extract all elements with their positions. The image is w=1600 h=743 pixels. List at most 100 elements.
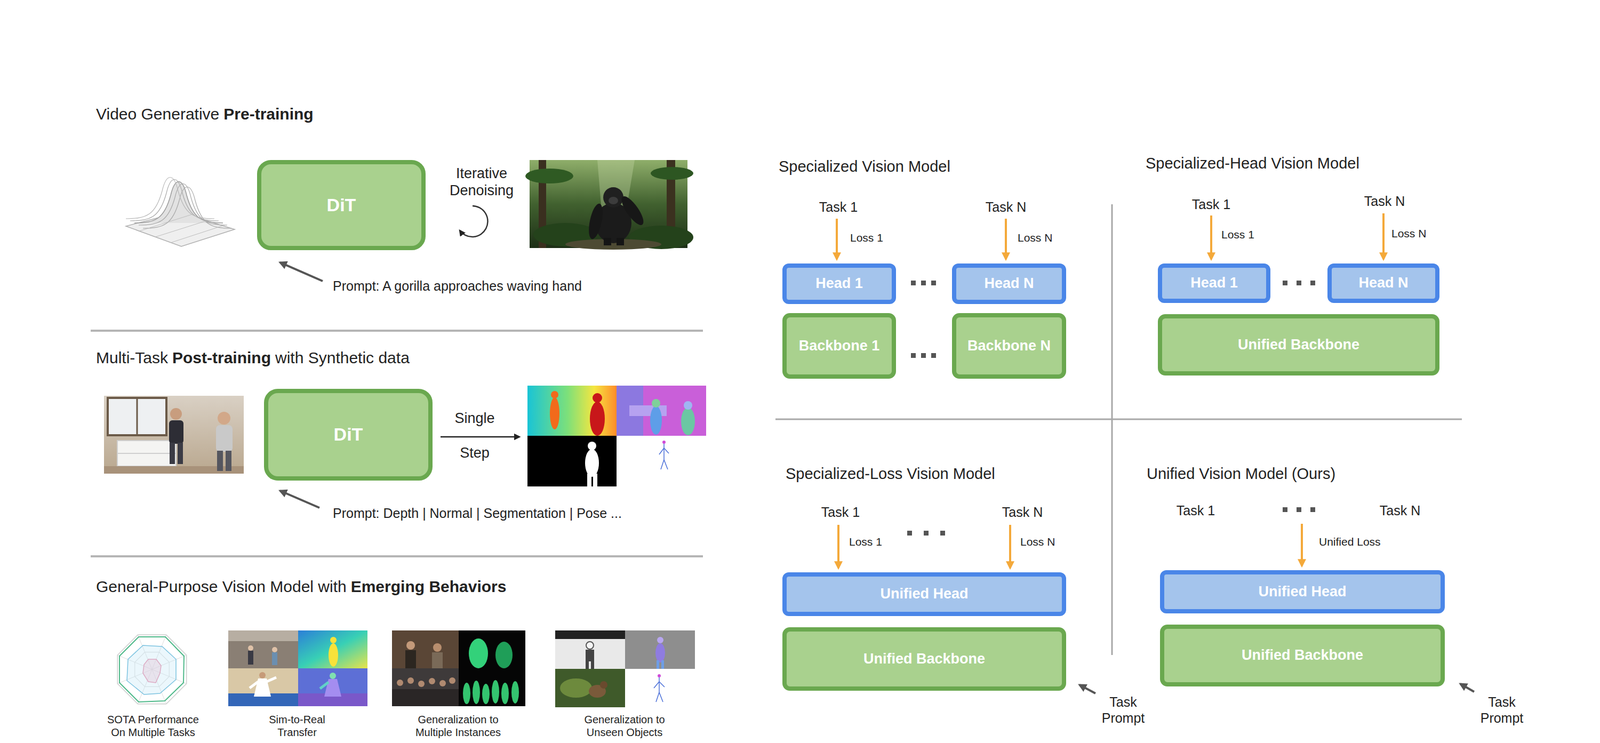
backbone-box: Unified Backbone [1157,314,1440,376]
ellipsis-dots [907,530,912,536]
multi-instance-thumbnail [468,638,488,669]
radar-chart [117,634,187,704]
output-mosaic [663,443,665,460]
loss-label: Loss 1 [1221,227,1255,242]
output-mosaic [660,459,664,470]
section-title: Emerging Behaviors [350,577,507,597]
gorilla-frame [586,202,606,240]
loss-label: Unified Loss [1318,534,1381,549]
task-label: Task N [1002,504,1043,520]
task-arrow [837,524,840,568]
output-mosaic [659,443,669,470]
head-box: Unified Head [1160,570,1445,614]
output-mosaic [592,393,603,403]
caption: Sim-to-Real Transfer [262,713,332,739]
gorilla-frame [608,196,619,205]
task-arrow [836,213,1384,568]
multi-instance-thumbnail [462,682,471,704]
loss-label: Loss 1 [849,534,883,549]
radar-chart [119,636,184,702]
radar-chart [117,634,187,704]
sim-to-real-thumbnail [266,677,277,682]
section-title: Video Generative [96,104,220,124]
multi-instance-thumbnail [418,680,425,687]
box-label: Head N [984,275,1034,292]
box-label: Backbone N [967,337,1051,355]
output-mosaic [683,401,693,410]
gorilla-frame [650,166,694,180]
unseen-object-thumbnail [658,677,660,693]
box-label: Unified Backbone [863,650,986,668]
output-mosaic [527,385,707,487]
ellipsis-dots [1282,280,1288,286]
gaussian-surface [170,225,223,243]
output-mosaic [550,390,559,399]
section-title: General-Purpose Vision Model with [96,577,347,597]
multi-instance-thumbnail [482,683,490,704]
task-label: Task 1 [1192,196,1231,213]
section-title: with Synthetic data [275,348,410,368]
task-label: Task N [1379,502,1421,519]
sim-to-real-thumbnail [328,643,339,667]
multi-instance-thumbnail [405,650,416,669]
task-label: Task 1 [819,198,858,215]
task-arrow [835,218,838,260]
sim-to-real-thumbnail [249,681,259,688]
sim-to-real-thumbnail [272,652,278,666]
sim-to-real-thumbnail [228,630,299,669]
unseen-object-thumbnail [555,630,626,639]
head-box: Head 1 [1157,263,1271,303]
sim-to-real-thumbnail [329,672,336,679]
unseen-object-thumbnail [655,643,666,663]
step-label: Iterative Denoising [444,164,519,200]
output-mosaic [589,401,605,436]
ellipsis-dots [1310,280,1316,286]
ellipsis-dots [1296,280,1302,286]
section-title: Multi-Task [96,348,168,368]
input-photo [225,450,232,471]
head-box: Unified Head [782,572,1067,616]
sim-to-real-thumbnail [324,678,342,697]
model-box: DiT [257,160,426,251]
task-arrow [1004,218,1007,260]
gorilla-frame [525,168,574,184]
box-label: DiT [333,424,364,445]
unseen-object-thumbnail [625,668,695,708]
output-mosaic [664,448,669,454]
unseen-object-thumbnail [555,630,695,708]
box-label: Head N [1358,274,1408,292]
prompt-leader [280,490,320,508]
head-box: Head N [952,263,1067,304]
radar-chart [126,645,176,695]
unseen-object-thumbnail [661,660,664,669]
ellipsis-dots [1310,507,1316,512]
unseen-object-thumbnail [585,649,595,662]
task-arrow [1382,213,1385,260]
ellipsis-dots [910,353,916,358]
input-photo [117,452,176,454]
box-label: DiT [326,194,357,216]
multi-instance-thumbnail [501,682,509,704]
step-arrow [440,436,520,438]
sim-to-real-thumbnail [298,668,368,707]
box-label: Unified Head [880,585,968,603]
ellipsis-dots [910,280,916,286]
backbone-box: Backbone 1 [782,313,896,379]
output-mosaic [650,405,662,435]
multi-instance-thumbnail [396,677,456,687]
output-mosaic [527,385,617,436]
loss-label: Loss N [1391,226,1427,240]
output-mosaic [659,448,664,455]
input-photo [217,450,223,471]
backbone-box: Unified Backbone [1160,624,1445,687]
prompt-text: Task Prompt [1475,693,1529,726]
unseen-object-thumbnail [585,661,589,669]
unseen-object-thumbnail [560,678,592,698]
multi-instance-thumbnail [396,679,404,686]
sim-to-real-thumbnail [298,630,368,669]
section-title: Post-training [172,348,271,368]
radar-chart [117,634,187,704]
output-mosaic [616,435,707,487]
box-label: Backbone 1 [798,337,880,355]
